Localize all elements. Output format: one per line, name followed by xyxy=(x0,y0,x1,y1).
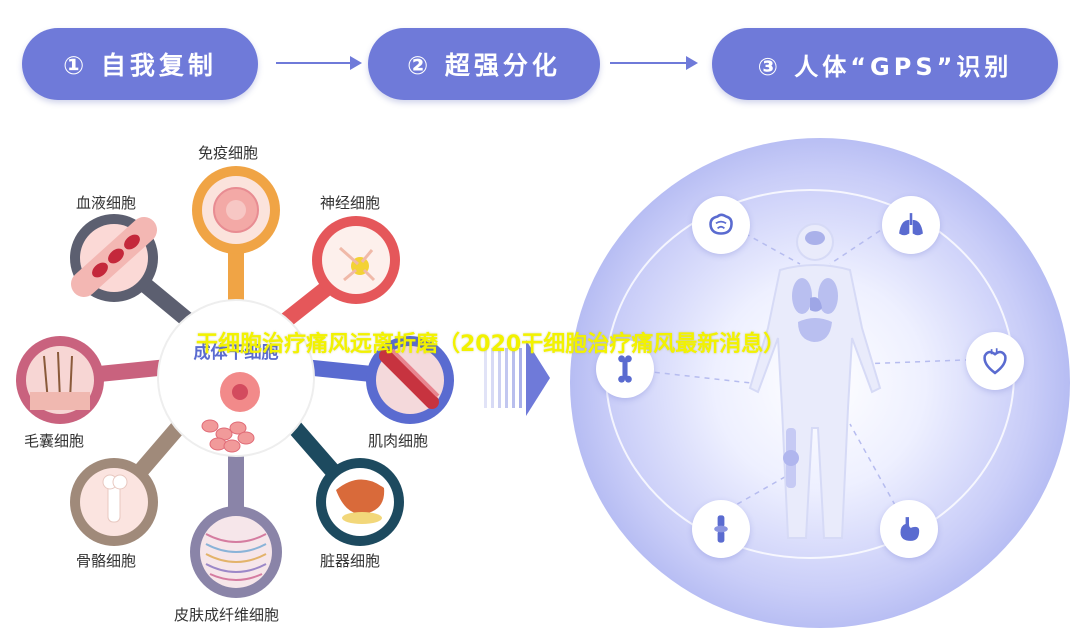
knee-joint-icon xyxy=(714,515,728,543)
heart-node xyxy=(966,332,1024,390)
step-differentiation: ② 超强分化 xyxy=(368,28,600,100)
label-blood-cell: 血液细胞 xyxy=(76,194,137,212)
bone-icon xyxy=(618,355,632,383)
human-body-figure xyxy=(748,223,882,539)
neuron-icon xyxy=(339,246,376,282)
label-hair-cell: 毛囊细胞 xyxy=(24,432,85,450)
step-label: ② 超强分化 xyxy=(407,51,561,80)
label-bone-cell: 骨骼细胞 xyxy=(76,552,137,570)
step-label: ① 自我复制 xyxy=(63,51,217,80)
bone-node xyxy=(596,340,654,398)
overlay-title: 干细胞治疗痛风远离折磨（2020干细胞治疗痛风最新消息） xyxy=(196,332,786,357)
step-self-replication: ① 自我复制 xyxy=(22,28,258,100)
stomach-node xyxy=(880,500,938,558)
brain-node xyxy=(692,196,750,254)
arrow-right-icon xyxy=(610,56,698,70)
lungs-icon xyxy=(899,213,923,236)
arrow-right-icon xyxy=(276,56,362,70)
knee-node xyxy=(692,500,750,558)
label-immune-cell: 免疫细胞 xyxy=(198,144,259,162)
body-organs-icon xyxy=(783,231,838,488)
label-skin-cell: 皮肤成纤维细胞 xyxy=(174,606,280,624)
label-nerve-cell: 神经细胞 xyxy=(320,194,381,212)
heart-icon xyxy=(983,348,1007,375)
step-label: ③ 人体“GPS”识别 xyxy=(757,52,1013,81)
center-label: 成体干细胞 xyxy=(194,342,279,363)
bone-icon xyxy=(102,474,128,523)
step-gps-recognition: ③ 人体“GPS”识别 xyxy=(712,28,1058,100)
cell-differentiation-diagram: 成体干细胞 xyxy=(16,166,454,598)
brain-icon xyxy=(709,213,733,235)
label-muscle-cell: 肌肉细胞 xyxy=(368,432,429,450)
muscle-fiber-icon xyxy=(379,349,439,409)
stomach-icon xyxy=(900,517,920,541)
fibroblast-icon xyxy=(205,533,267,581)
lungs-node xyxy=(882,196,940,254)
liver-icon xyxy=(336,479,385,515)
label-organ-cell: 脏器细胞 xyxy=(320,552,381,570)
transition-arrow-icon xyxy=(484,340,550,416)
